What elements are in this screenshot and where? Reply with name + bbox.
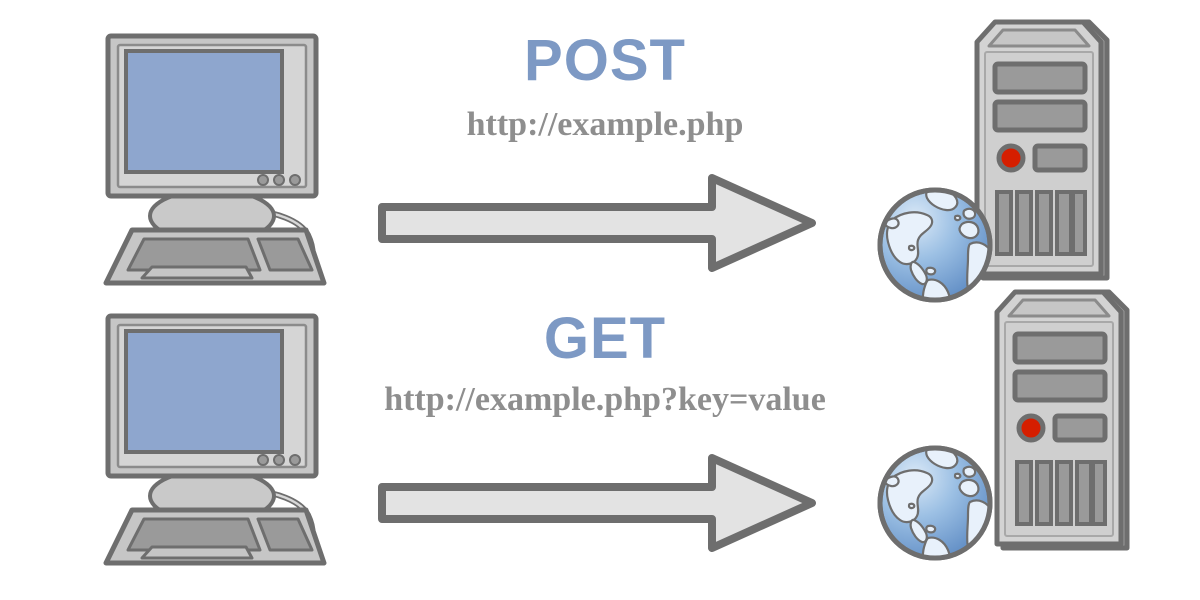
url-label-post: http://example.php: [466, 106, 744, 143]
power-button-icon[interactable]: [1016, 413, 1046, 443]
globe-icon: [877, 187, 993, 303]
globe-icon: [877, 445, 993, 561]
server-drive-bay-2: [1012, 369, 1108, 403]
power-button-icon[interactable]: [996, 143, 1026, 173]
server-front-panel-slot: [1032, 143, 1088, 173]
server-top-bevel: [987, 28, 1091, 48]
monitor-indicator-dot-2: [273, 174, 285, 186]
server-drive-bay-2: [992, 99, 1088, 133]
keyboard-main-keys: [126, 237, 262, 272]
source-computer-get: [100, 310, 340, 575]
server-vent-slot-2: [1035, 460, 1053, 526]
server-top-bevel: [1007, 298, 1111, 318]
globe-outline: [877, 187, 993, 303]
server-tower-icon: [994, 289, 1130, 551]
globe-landmasses: [884, 448, 990, 558]
server-vent-slot-1: [1015, 460, 1033, 526]
desktop-computer-icon: [103, 313, 327, 566]
right-arrow-icon: [378, 174, 816, 272]
url-label-get: http://example.php?key=value: [384, 381, 826, 418]
desktop-computer-icon: [103, 33, 327, 286]
keyboard-numpad: [256, 237, 314, 272]
monitor-indicator-dot-3: [289, 454, 301, 466]
arrow-post: [372, 168, 822, 278]
arrow-shape: [378, 174, 816, 272]
server-vent-slot-5: [1091, 460, 1107, 526]
monitor-indicator-dot-1: [257, 174, 269, 186]
monitor-indicator-dot-2: [273, 454, 285, 466]
method-label-get: GET: [543, 306, 667, 371]
right-arrow-icon: [378, 454, 816, 552]
keyboard-spacebar: [140, 265, 254, 280]
monitor-indicator-dot-1: [257, 454, 269, 466]
method-label-post: POST: [524, 28, 686, 93]
arrow-get: [372, 448, 822, 558]
arrow-shape: [378, 454, 816, 552]
monitor-indicator-dot-3: [289, 174, 301, 186]
server-vent-slot-4: [1055, 190, 1073, 256]
server-vent-slot-3: [1035, 190, 1053, 256]
monitor-screen: [124, 49, 284, 174]
keyboard-main-keys: [126, 517, 262, 552]
server-front-panel-slot: [1052, 413, 1108, 443]
monitor-screen: [124, 329, 284, 454]
keyboard-numpad: [256, 517, 314, 552]
server-vent-slot-4: [1075, 460, 1093, 526]
server-vent-slot-1: [995, 190, 1013, 256]
server-drive-bay-1: [1012, 331, 1108, 365]
server-vent-slot-2: [1015, 190, 1033, 256]
globe-post: [872, 182, 998, 308]
globe-outline: [877, 445, 993, 561]
source-computer-post: [100, 30, 340, 295]
globe-get: [872, 440, 998, 566]
server-drive-bay-1: [992, 61, 1088, 95]
target-server-get: [975, 286, 1150, 561]
server-vent-slot-5: [1071, 190, 1087, 256]
server-vent-slot-3: [1055, 460, 1073, 526]
keyboard-spacebar: [140, 545, 254, 560]
